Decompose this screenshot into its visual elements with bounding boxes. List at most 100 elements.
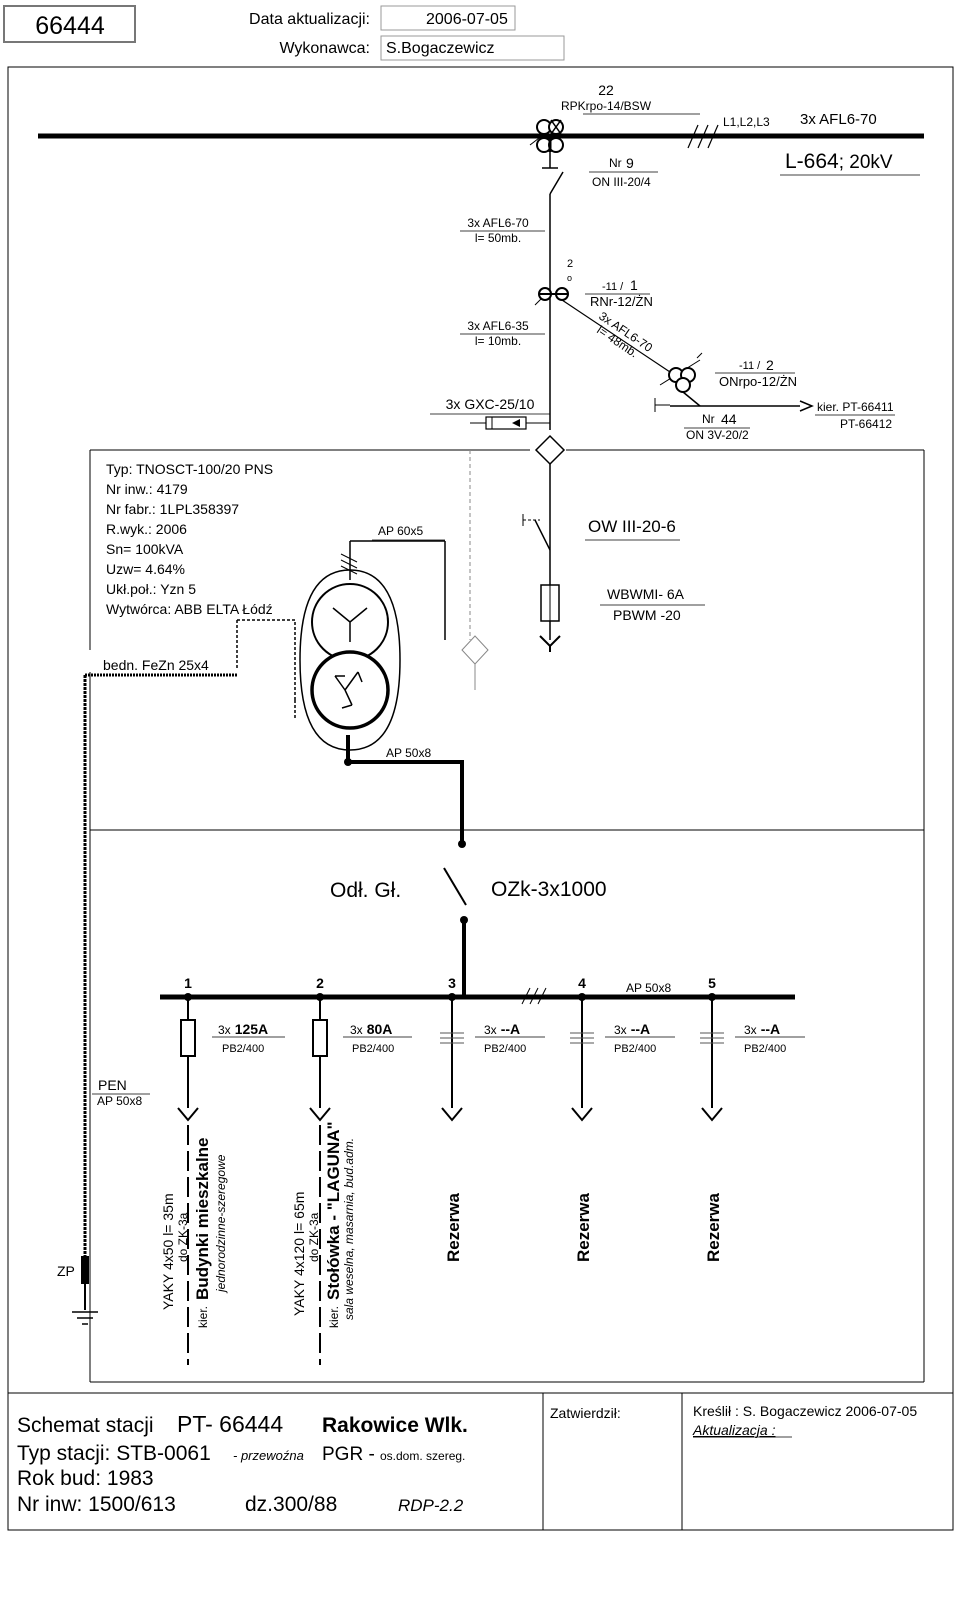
tr-vector-group: Ukł.poł.: Yzn 5 (106, 581, 196, 597)
feeder-5-name: Rezerwa (704, 1192, 723, 1262)
feeder-2-cable: YAKY 4x120 l= 65m (291, 1192, 307, 1316)
earth-bar-label: bedn. FeZn 25x4 (103, 657, 209, 673)
tr-power: Sn= 100kVA (106, 541, 184, 557)
feeder-1-name: Budynki mieszkalne (193, 1137, 212, 1300)
update-value: 2006-07-05 (426, 11, 508, 28)
fuse-icon (312, 1019, 328, 1057)
outer-frame (7, 66, 954, 1531)
disconnector-label: OW III-20-6 (588, 517, 676, 536)
arrester-icon (534, 434, 566, 466)
contractor-label: Wykonawca: (279, 40, 370, 57)
feeder-2-name: Stołówka - "LAGUNA" (324, 1121, 343, 1300)
main-switch-label: Odł. Gł. (330, 879, 401, 902)
tr-maker: Wytwórca: ABB ELTA Łódź (106, 601, 273, 617)
pole-22-icon (529, 119, 564, 153)
feeder-1-to: do ZK-3a (176, 1212, 190, 1262)
tr-nr-fabr: Nr fabr.: 1LPL358397 (106, 501, 239, 517)
feeder-2-desc: sala weselna, masarnia, bud.adm. (342, 1138, 356, 1320)
feeder-5: 5 3x--A PB2/400 (700, 975, 805, 1122)
tr-type: Typ: TNOSCT-100/20 PNS (106, 461, 273, 477)
switch-9-blade (549, 171, 564, 195)
pole-b-icon (659, 352, 703, 393)
header: 66444 Data aktualizacji: 2006-07-05 Wyko… (3, 5, 565, 61)
pole-2-mark: o (567, 273, 572, 283)
phases-label: L1,L2,L3 (723, 115, 770, 129)
station-enclosure (89, 449, 925, 1383)
pen-label: PEN (98, 1077, 127, 1093)
tr-year: R.wyk.: 2006 (106, 521, 187, 537)
plot-no: dz.300/88 (245, 1493, 337, 1516)
switch-9-number: 9 (626, 155, 634, 171)
schemat-label: Schemat stacji (17, 1414, 154, 1437)
update-field (380, 5, 516, 31)
arrester-2-icon (461, 635, 489, 665)
fuse-base: PB2/400 (744, 1043, 786, 1055)
fuse-rating: 3x--A (484, 1021, 520, 1037)
fuse-base: PB2/400 (222, 1043, 264, 1055)
pgr-label: PGR - (322, 1444, 375, 1465)
tr-impedance: Uzw= 4.64% (106, 561, 185, 577)
earth-clamp-icon (81, 1256, 89, 1284)
build-year: Rok bud: 1983 (17, 1467, 154, 1490)
fuse-label: WBWMI- 6A (607, 586, 685, 602)
disconnector-blade (534, 519, 551, 551)
switch-44-number: 44 (721, 411, 737, 427)
feeder-4-name: Rezerwa (574, 1192, 593, 1262)
feeder-number: 3 (448, 975, 456, 991)
hv-busbar-label: AP 60x5 (378, 524, 423, 538)
branch-conductor: 3x AFL6-70 (467, 216, 529, 230)
direction-1: kier. PT-66411 (817, 400, 894, 414)
contractor-field (380, 35, 565, 61)
feeder-1-desc: jednorodzinne-szeregowe (214, 1154, 228, 1294)
pole-1-icon (534, 287, 569, 306)
station-type-note: - przewoźna (233, 1448, 304, 1463)
main-switch-blade (443, 867, 467, 906)
pen-bar-label: AP 50x8 (97, 1094, 142, 1108)
switch-44-prefix: Nr (702, 412, 715, 426)
title-block: Schemat stacji PT- 66444 Rakowice Wlk. T… (7, 1392, 954, 1531)
feeder-2-to: do ZK-3a (307, 1212, 321, 1262)
contractor-value: S.Bogaczewicz (386, 40, 495, 57)
pole-b-number: 2 (766, 357, 774, 373)
tr-nr-inw: Nr inw.: 4179 (106, 481, 188, 497)
rdp-code: RDP-2.2 (398, 1496, 464, 1515)
place-name: Rakowice Wlk. (322, 1414, 468, 1437)
fuse-icon (180, 1019, 196, 1057)
pole-b-type: ONrpo-12/ŻN (719, 374, 797, 389)
feeder-3: 3 3x--A PB2/400 (440, 975, 545, 1122)
inventory-no: Nr inw: 1500/613 (17, 1493, 176, 1516)
feeder-2-kier: kier. (327, 1306, 341, 1328)
line-name: L-664; 20kV (785, 150, 893, 173)
pole-22-number: 22 (598, 82, 614, 98)
lv-busbar-label-2: AP 50x8 (626, 981, 671, 995)
update-label-footer: Aktualizacja : (692, 1422, 776, 1438)
transformer-data: Typ: TNOSCT-100/20 PNS Nr inw.: 4179 Nr … (106, 461, 273, 617)
switch-9-prefix: Nr (609, 156, 622, 170)
main-switch-type: OZk-3x1000 (491, 878, 607, 901)
phase-slash-icon (687, 124, 719, 149)
mv-line: 22 RPKrpo-14/BSW L1,L2,L3 3x AFL6-70 L-6… (38, 82, 924, 442)
feeder-1-kier: kier. (196, 1306, 210, 1328)
fuse-base: PB2/400 (352, 1043, 394, 1055)
direction-2: PT-66412 (840, 417, 892, 431)
branch-length: l= 50mb. (475, 231, 521, 245)
pole-b-prefix: -11 / (739, 360, 761, 372)
fuse-base-label: PBWM -20 (613, 607, 681, 623)
pgr-note: os.dom. szereg. (380, 1449, 465, 1463)
feeder-number: 1 (184, 975, 192, 991)
station-number: 66444 (35, 12, 105, 40)
station-type: Typ stacji: STB-0061 (17, 1442, 211, 1465)
drawn-by: Kreślił : S. Bogaczewicz 2006-07-05 (693, 1403, 917, 1419)
feeder-number: 5 (708, 975, 716, 991)
conductor-label: 3x AFL6-70 (800, 111, 877, 128)
drop-length: l= 10mb. (475, 334, 521, 348)
update-label: Data aktualizacji: (249, 11, 370, 28)
feeder-number: 4 (578, 975, 586, 991)
feeder-1-cable: YAKY 4x50 l= 35m (160, 1193, 176, 1310)
